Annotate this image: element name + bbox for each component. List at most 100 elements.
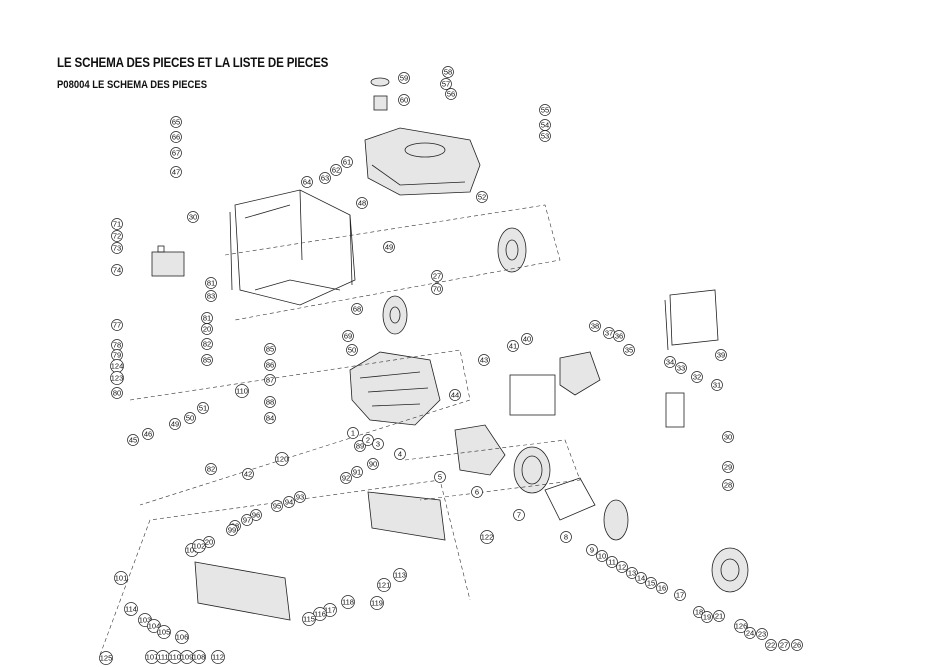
frame-group-outline <box>224 204 561 321</box>
callout-circle <box>431 283 443 295</box>
callout-61: 61 <box>341 156 353 168</box>
callout-circle <box>271 500 283 512</box>
callout-circle <box>127 434 139 446</box>
callout-number: 44 <box>451 391 459 400</box>
fuel-cap <box>370 77 390 111</box>
air-filter <box>509 351 601 416</box>
callout-number: 36 <box>615 332 623 341</box>
callout-9: 9 <box>586 544 598 556</box>
callout-circle <box>507 340 519 352</box>
callout-112: 112 <box>211 650 225 664</box>
callout-number: 49 <box>385 243 393 252</box>
callout-number: 116 <box>314 610 326 619</box>
callout-number: 18 <box>695 608 703 617</box>
callout-circle <box>111 218 123 230</box>
side-panel <box>664 289 719 428</box>
callout-number: 120 <box>276 455 289 464</box>
callout-124: 124 <box>110 359 124 373</box>
callout-34: 34 <box>664 356 676 368</box>
callout-number: 46 <box>144 430 152 439</box>
callout-number: 90 <box>369 460 377 469</box>
callout-circle <box>513 509 525 521</box>
callout-number: 99 <box>228 526 236 535</box>
callout-circle <box>398 94 410 106</box>
callout-number: 124 <box>111 362 124 371</box>
callout-number: 40 <box>523 335 531 344</box>
callout-circle <box>351 303 363 315</box>
callout-number: 109 <box>181 653 194 662</box>
callout-number: 95 <box>273 502 281 511</box>
callout-number: 37 <box>605 329 613 338</box>
callout-circle <box>362 434 374 446</box>
callout-circle <box>242 468 254 480</box>
callout-circle <box>434 471 446 483</box>
callout-circle <box>616 561 628 573</box>
callout-number: 68 <box>353 305 361 314</box>
callout-number: 74 <box>113 266 121 275</box>
stator <box>513 446 551 494</box>
callout-55: 55 <box>539 104 551 116</box>
callout-circle <box>398 72 410 84</box>
callout-circle <box>330 164 342 176</box>
callout-number: 66 <box>172 133 180 142</box>
callout-number: 28 <box>724 481 732 490</box>
callout-number: 49 <box>171 420 179 429</box>
callout-circle <box>715 349 727 361</box>
callout-number: 29 <box>724 463 732 472</box>
callout-circle <box>175 630 189 644</box>
callout-circle <box>340 472 352 484</box>
callout-83: 83 <box>205 290 217 302</box>
callout-circle <box>264 359 276 371</box>
callout-circle <box>341 156 353 168</box>
callout-71: 71 <box>111 218 123 230</box>
wheel-front <box>382 295 408 335</box>
callout-125: 125 <box>99 651 113 665</box>
callout-68: 68 <box>351 303 363 315</box>
callout-circle <box>586 544 598 556</box>
callout-circle <box>539 104 551 116</box>
callout-circle <box>170 131 182 143</box>
callout-circle <box>124 602 138 616</box>
callout-number: 67 <box>172 149 180 158</box>
engine <box>349 351 441 426</box>
callout-number: 58 <box>444 68 452 77</box>
callout-6: 6 <box>471 486 483 498</box>
callout-59: 59 <box>398 72 410 84</box>
callout-36: 36 <box>613 330 625 342</box>
callout-number: 2 <box>366 436 370 445</box>
callout-circle <box>675 362 687 374</box>
callout-number: 103 <box>139 616 152 625</box>
callout-number: 86 <box>266 361 274 370</box>
callout-number: 126 <box>735 622 748 631</box>
callout-70: 70 <box>431 283 443 295</box>
callout-57: 57 <box>440 78 452 90</box>
callout-circle <box>111 264 123 276</box>
callout-circle <box>778 639 790 651</box>
callout-number: 14 <box>637 574 645 583</box>
callout-number: 125 <box>100 654 113 663</box>
callout-54: 54 <box>539 119 551 131</box>
callout-number: 97 <box>243 516 251 525</box>
callout-88: 88 <box>264 396 276 408</box>
callout-number: 59 <box>400 74 408 83</box>
callout-number: 54 <box>541 121 549 130</box>
callout-number: 42 <box>244 470 252 479</box>
callout-number: 53 <box>541 132 549 141</box>
callout-circle <box>674 589 686 601</box>
callout-4: 4 <box>394 448 406 460</box>
callout-layer: 5958575660555453656667476162636452483071… <box>99 66 803 665</box>
callout-number: 115 <box>303 615 315 624</box>
callout-number: 118 <box>342 598 354 607</box>
callout-21: 21 <box>713 610 725 622</box>
callout-number: 24 <box>746 629 754 638</box>
callout-number: 7 <box>517 511 521 520</box>
callout-85: 85 <box>201 354 213 366</box>
callout-number: 22 <box>767 641 775 650</box>
callout-circle <box>346 344 358 356</box>
callout-number: 77 <box>113 321 121 330</box>
callout-89: 89 <box>354 440 366 452</box>
callout-circle <box>756 628 768 640</box>
callout-number: 93 <box>296 493 304 502</box>
callout-number: 81 <box>203 314 211 323</box>
callout-40: 40 <box>521 333 533 345</box>
